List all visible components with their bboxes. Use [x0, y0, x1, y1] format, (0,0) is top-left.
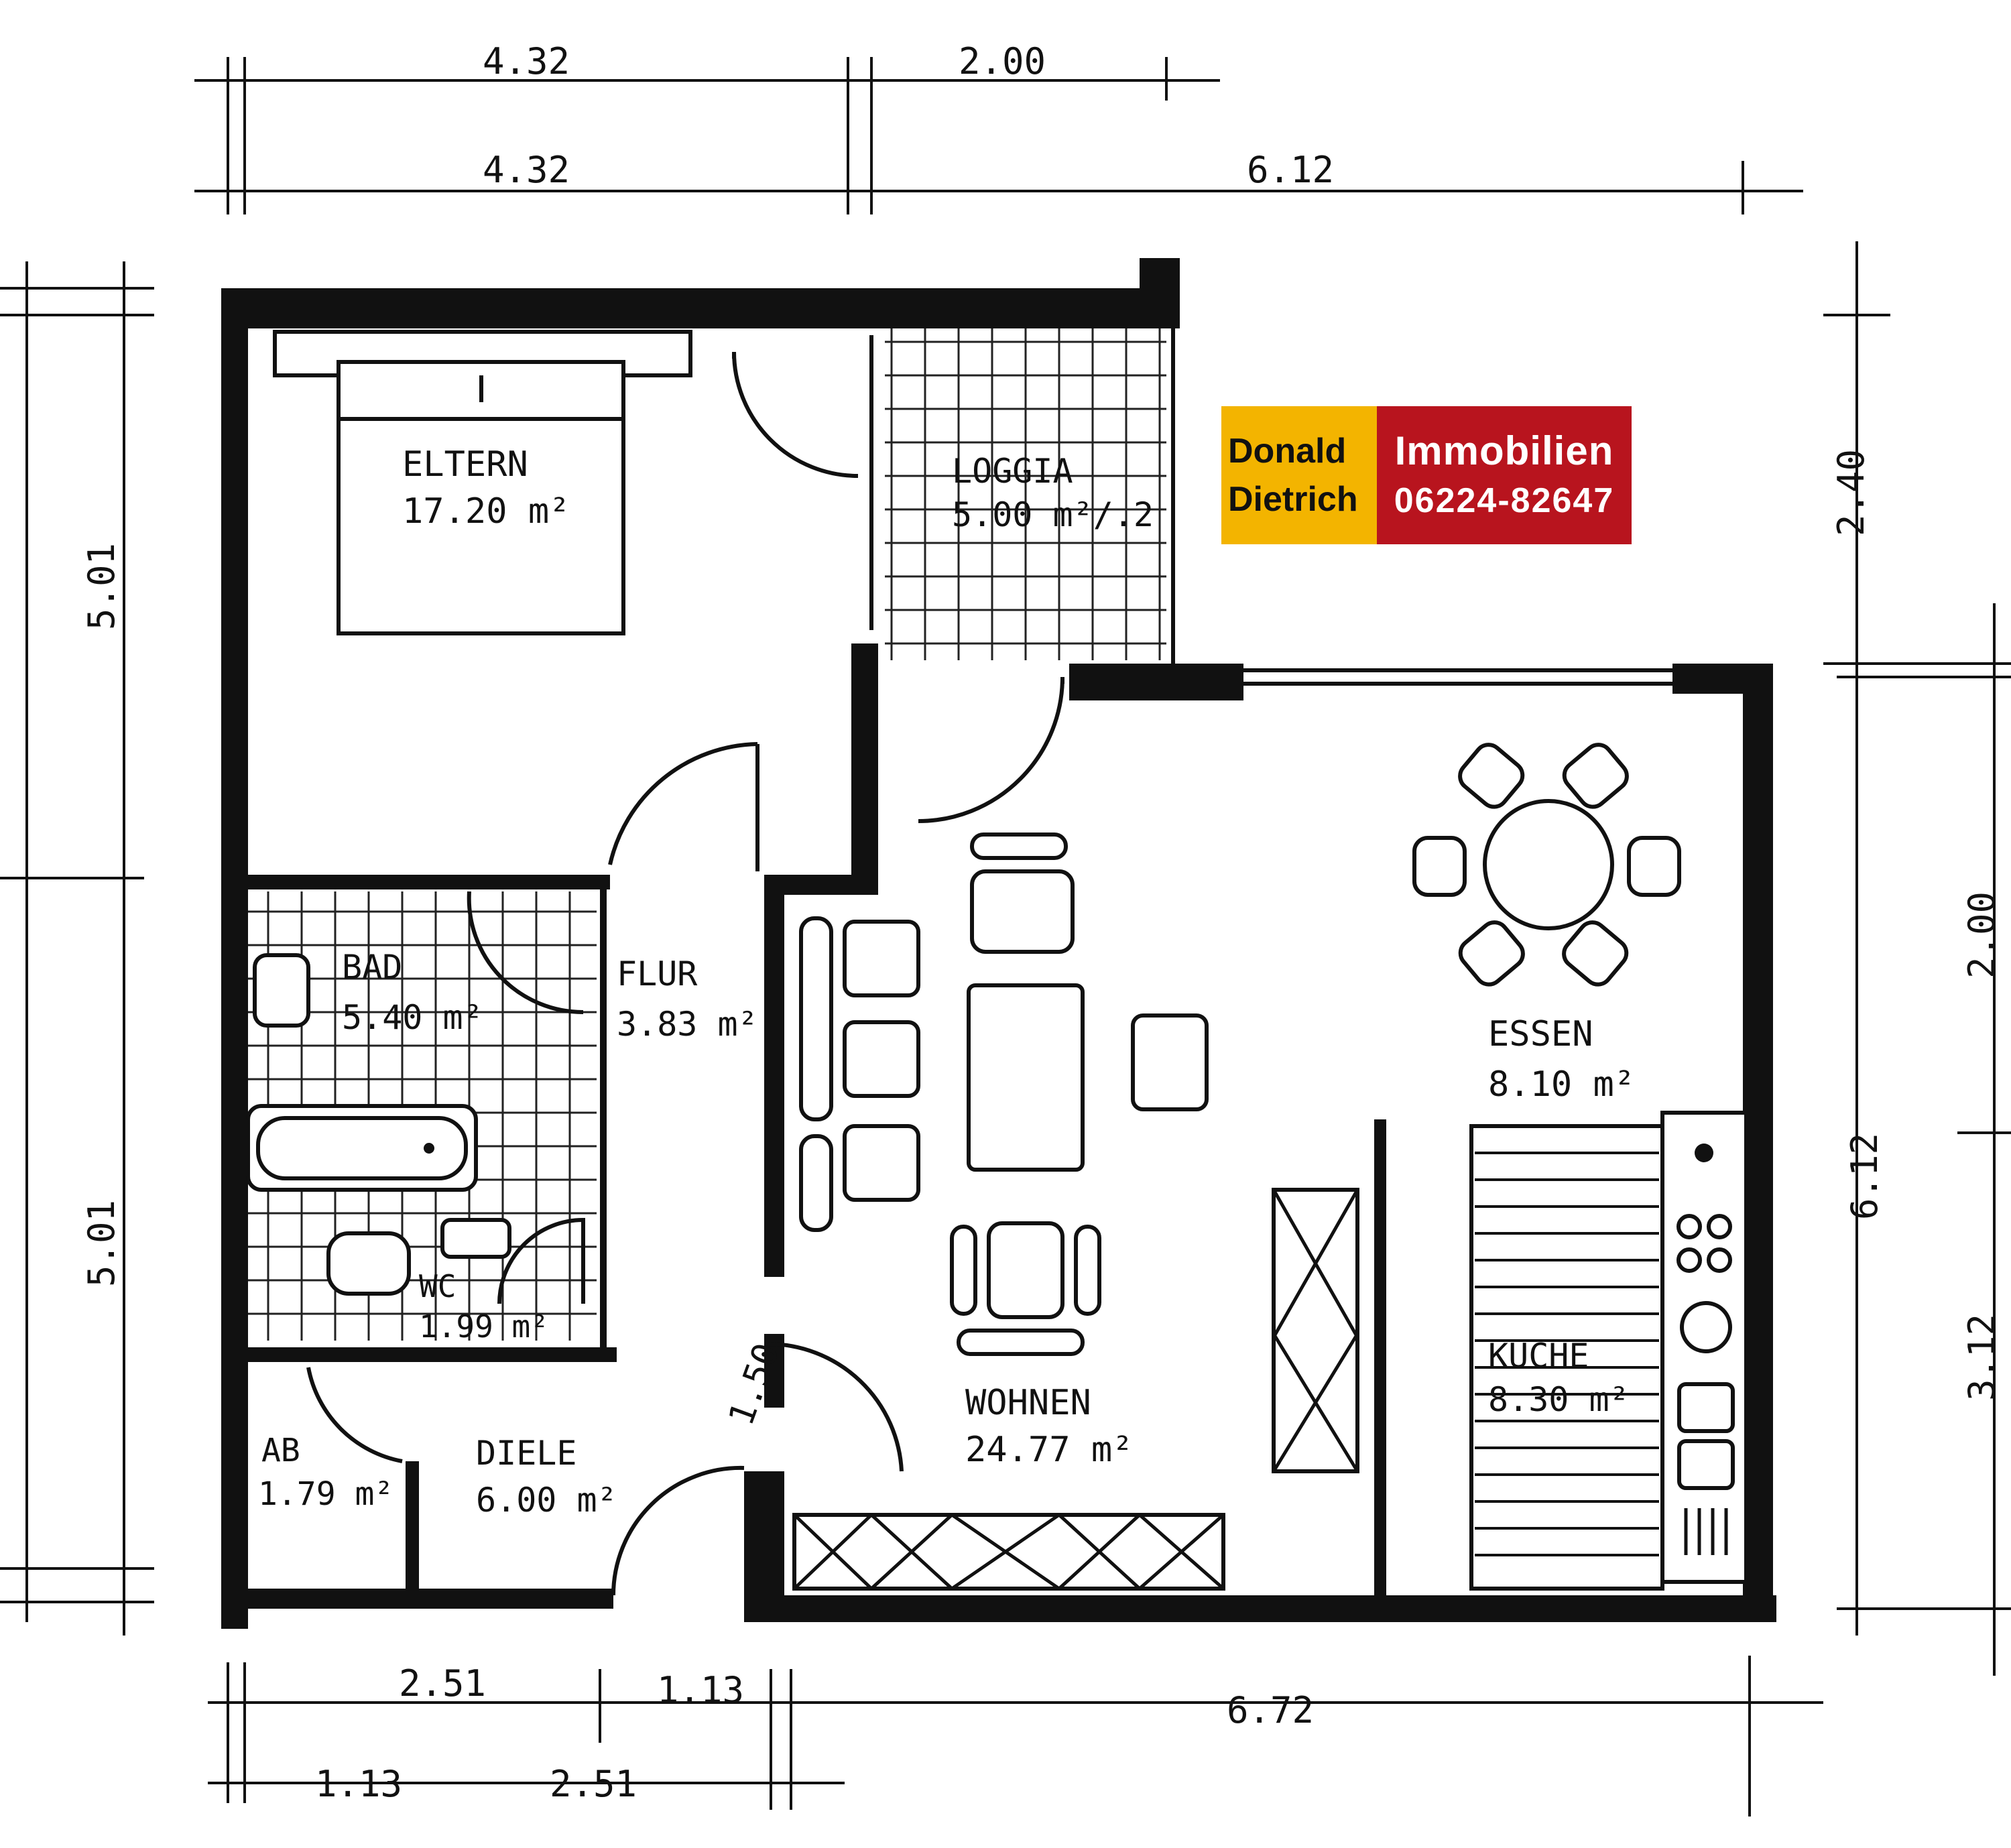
room-name-essen: ESSEN — [1488, 1014, 1593, 1054]
living-furniture — [792, 833, 1359, 1591]
dimension-chain-right: 2.40 6.12 2.00 3.12 — [1823, 241, 2011, 1676]
dim-right-4: 3.12 — [1961, 1314, 2003, 1401]
dim-right-1: 2.40 — [1830, 449, 1872, 536]
room-name-kueche: KUCHE — [1488, 1337, 1589, 1375]
dim-right-2: 6.12 — [1843, 1133, 1886, 1220]
logo-company: Immobilien — [1394, 428, 1614, 473]
room-area-flur: 3.83 m² — [617, 1005, 758, 1044]
room-area-eltern: 17.20 m² — [402, 491, 570, 532]
doors — [306, 351, 1064, 1596]
dim-left-2: 5.01 — [80, 1200, 123, 1287]
interior-walls — [241, 325, 1386, 1619]
room-area-bad: 5.40 m² — [342, 998, 483, 1037]
bedroom-furniture — [273, 330, 692, 635]
agency-logo: Donald Dietrich Immobilien 06224-82647 — [1221, 406, 1632, 544]
dim-bottom-1: 2.51 — [399, 1662, 486, 1705]
room-area-wohnen: 24.77 m² — [965, 1430, 1133, 1470]
dimension-chain-left: 5.01 5.01 — [0, 261, 154, 1636]
room-area-diele: 6.00 m² — [476, 1481, 617, 1520]
room-name-bad: BAD — [342, 948, 402, 987]
room-area-ab: 1.79 m² — [258, 1475, 393, 1513]
dim-top-3: 4.32 — [483, 149, 570, 191]
loggia-tiles — [885, 328, 1166, 660]
room-name-wc: WC — [419, 1268, 456, 1304]
room-name-loggia: LOGGIA — [952, 452, 1073, 491]
room-name-wohnen: WOHNEN — [965, 1383, 1091, 1423]
room-area-essen: 8.10 m² — [1488, 1064, 1635, 1105]
logo-company-block: Immobilien 06224-82647 — [1377, 406, 1632, 544]
dimension-chain-bottom: 2.51 1.13 6.72 1.13 2.51 — [208, 1656, 1823, 1816]
dining-furniture — [1412, 743, 1681, 987]
kitchen-fixtures — [1469, 1111, 1748, 1591]
room-name-eltern: ELTERN — [402, 444, 528, 485]
room-name-diele: DIELE — [476, 1434, 577, 1473]
dimension-chain-top: 4.32 2.00 4.32 6.12 — [194, 40, 1803, 214]
room-area-loggia: 5.00 m²/.2 — [952, 495, 1154, 534]
dim-bottom-4: 1.13 — [315, 1763, 402, 1805]
dim-right-3: 2.00 — [1961, 891, 2003, 979]
dim-left-1: 5.01 — [80, 543, 123, 630]
dim-top-1: 4.32 — [483, 40, 570, 82]
logo-last-name: Dietrich — [1228, 480, 1358, 519]
room-name-ab: AB — [261, 1432, 300, 1469]
dim-bottom-5: 2.51 — [550, 1763, 637, 1805]
logo-first-name: Donald — [1228, 432, 1347, 471]
dim-top-2: 2.00 — [959, 40, 1046, 82]
bath-fixtures — [246, 953, 511, 1296]
logo-phone: 06224-82647 — [1394, 481, 1615, 520]
room-name-flur: FLUR — [617, 954, 698, 993]
dim-bottom-2: 1.13 — [657, 1669, 744, 1711]
room-area-kueche: 8.30 m² — [1488, 1380, 1630, 1419]
dim-top-4: 6.12 — [1247, 149, 1334, 191]
logo-name-block: Donald Dietrich — [1221, 406, 1377, 544]
dim-bottom-3: 6.72 — [1227, 1689, 1314, 1731]
room-area-wc: 1.99 m² — [419, 1308, 549, 1345]
